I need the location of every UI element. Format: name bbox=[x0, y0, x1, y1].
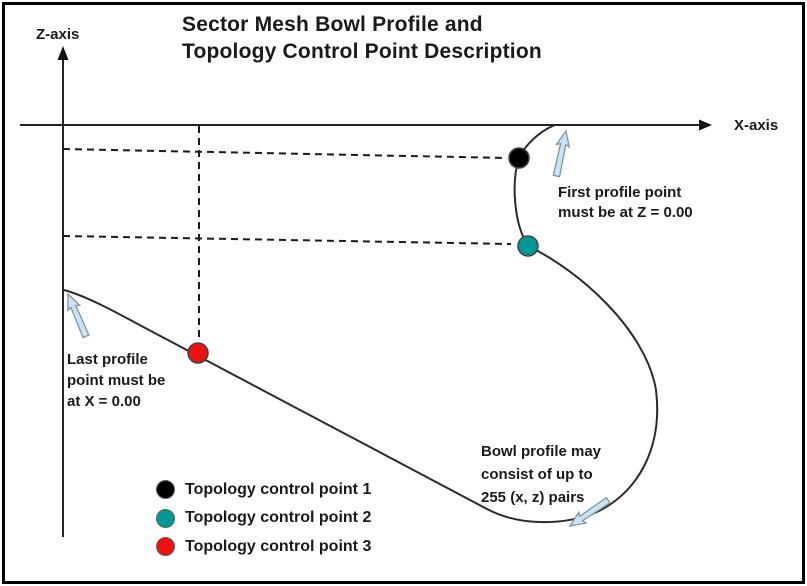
legend-item-2: Topology control point 2 bbox=[156, 508, 372, 528]
bowl-profile-curve bbox=[63, 124, 659, 524]
first-point-arrow-icon bbox=[552, 129, 571, 178]
legend-label-2: Topology control point 2 bbox=[185, 509, 372, 526]
x-axis-arrowhead-icon bbox=[699, 119, 712, 131]
last-note-line3: at X = 0.00 bbox=[67, 393, 141, 410]
z-axis-arrowhead-icon bbox=[57, 46, 69, 60]
legend-label-1: Topology control point 1 bbox=[185, 480, 372, 498]
bowl-note-line1: Bowl profile may bbox=[481, 443, 602, 460]
bowl-profile-note: Bowl profile may consist of up to 255 (x… bbox=[481, 440, 601, 509]
last-profile-point-note: Last profile point must be at X = 0.00 bbox=[67, 349, 165, 412]
bowl-note-line3: 255 (x, z) pairs bbox=[481, 489, 585, 506]
topology-control-point-3 bbox=[187, 342, 209, 364]
topology-control-point-1 bbox=[508, 147, 530, 169]
dashed-line-z-point1 bbox=[62, 148, 508, 159]
dashed-line-z-point2 bbox=[62, 235, 512, 245]
x-axis-label: X-axis bbox=[734, 117, 779, 134]
bowl-note-line2: consist of up to bbox=[481, 466, 593, 483]
legend-dot-teal bbox=[156, 508, 175, 528]
topology-control-point-2 bbox=[517, 235, 539, 257]
page-title-line1: Sector Mesh Bowl Profile and bbox=[182, 13, 483, 36]
legend-dot-black bbox=[156, 480, 175, 499]
legend: Topology control point 1 Topology contro… bbox=[156, 480, 371, 556]
z-axis-label: Z-axis bbox=[36, 26, 80, 43]
page-title: Sector Mesh Bowl Profile and Topology Co… bbox=[182, 11, 542, 65]
legend-dot-red bbox=[156, 537, 175, 556]
page-title-line2: Topology Control Point Description bbox=[182, 40, 542, 63]
legend-item-1: Topology control point 1 bbox=[156, 480, 371, 499]
last-point-arrow-icon bbox=[67, 292, 90, 339]
legend-item-3: Topology control point 3 bbox=[156, 537, 371, 556]
legend-label-3: Topology control point 3 bbox=[185, 537, 372, 555]
bowl-direction-arrow-icon bbox=[568, 496, 611, 527]
last-note-line1: Last profile bbox=[67, 351, 148, 368]
first-profile-point-note: First profile point must be at Z = 0.00 bbox=[558, 183, 693, 223]
first-note-line2: must be at Z = 0.00 bbox=[558, 204, 693, 221]
last-note-line2: point must be bbox=[67, 372, 166, 389]
first-note-line1: First profile point bbox=[558, 184, 682, 201]
